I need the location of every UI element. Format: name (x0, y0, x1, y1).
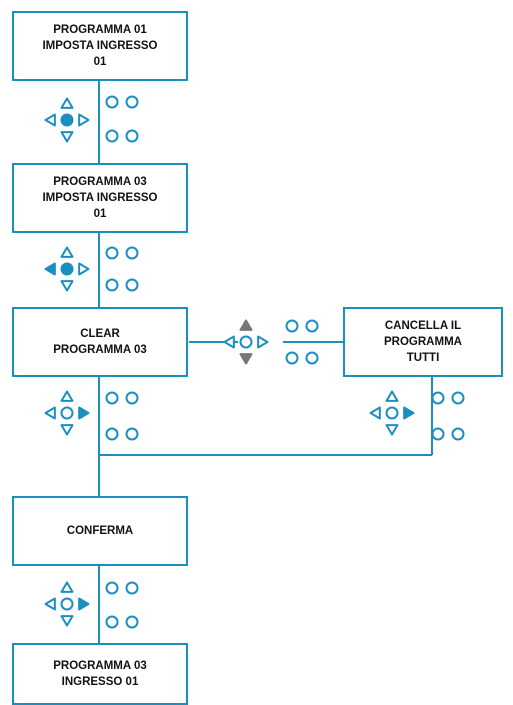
indicator-light-icon (451, 427, 465, 441)
pad-up-arrow-icon (60, 246, 74, 258)
nav-pad-icon (44, 390, 90, 436)
pad-left-arrow-icon (44, 597, 56, 611)
box-programma-01-label: PROGRAMMA 01 IMPOSTA INGRESSO 01 (42, 24, 158, 68)
indicator-lights-icon (431, 391, 465, 441)
indicator-light-icon (125, 427, 139, 441)
pad-down-arrow-icon (60, 131, 74, 143)
pad-up-arrow-icon (60, 581, 74, 593)
pad-right-arrow-icon (403, 406, 415, 420)
indicator-light-icon (305, 319, 319, 333)
indicator-light-icon (125, 278, 139, 292)
indicator-light-icon (125, 95, 139, 109)
nav-pad-icon (44, 97, 90, 143)
pad-right-arrow-icon (78, 406, 90, 420)
indicator-light-icon (105, 391, 119, 405)
nav-pad-icon (44, 581, 90, 627)
box-conferma: CONFERMA (12, 496, 188, 566)
nav-pad-icon (223, 319, 269, 365)
pad-left-arrow-icon (44, 406, 56, 420)
box-cancella-tutti: CANCELLA IL PROGRAMMA TUTTI (343, 307, 503, 377)
box-programma-01: PROGRAMMA 01 IMPOSTA INGRESSO 01 (12, 11, 188, 81)
box-programma-03: PROGRAMMA 03 IMPOSTA INGRESSO 01 (12, 163, 188, 233)
pad-up-arrow-icon (60, 390, 74, 402)
indicator-lights-icon (105, 581, 139, 629)
pad-left-arrow-icon (223, 335, 235, 349)
box-clear-programma-label: CLEAR PROGRAMMA 03 (53, 328, 147, 356)
indicator-light-icon (125, 581, 139, 595)
box-conferma-label: CONFERMA (66, 525, 134, 537)
indicator-light-icon (105, 427, 119, 441)
indicator-light-icon (431, 427, 445, 441)
indicator-lights-icon (105, 246, 139, 292)
pad-down-arrow-icon (60, 280, 74, 292)
pad-up-arrow-icon (60, 97, 74, 109)
box-programma-03-label: PROGRAMMA 03 IMPOSTA INGRESSO 01 (42, 176, 158, 220)
pad-right-arrow-icon (78, 262, 90, 276)
pad-center-icon (60, 262, 74, 276)
indicator-light-icon (125, 391, 139, 405)
pad-right-arrow-icon (78, 113, 90, 127)
pad-down-arrow-icon (60, 424, 74, 436)
pad-center-icon (239, 335, 253, 349)
box-final-programma-03: PROGRAMMA 03 INGRESSO 01 (12, 643, 188, 705)
indicator-light-icon (105, 246, 119, 260)
nav-pad-icon (44, 246, 90, 292)
pad-center-icon (385, 406, 399, 420)
nav-pad-icon (369, 390, 415, 436)
indicator-light-icon (451, 391, 465, 405)
pad-center-icon (60, 113, 74, 127)
pad-down-arrow-icon (239, 353, 253, 365)
pad-right-arrow-icon (78, 597, 90, 611)
pad-up-arrow-icon (239, 319, 253, 331)
box-cancella-tutti-label: CANCELLA IL PROGRAMMA TUTTI (384, 320, 462, 364)
pad-left-arrow-icon (369, 406, 381, 420)
indicator-lights-icon (105, 391, 139, 441)
pad-down-arrow-icon (385, 424, 399, 436)
pad-right-arrow-icon (257, 335, 269, 349)
pad-center-icon (60, 597, 74, 611)
indicator-lights-icon (285, 319, 319, 365)
indicator-light-icon (305, 351, 319, 365)
pad-center-icon (60, 406, 74, 420)
indicator-light-icon (105, 278, 119, 292)
pad-left-arrow-icon (44, 262, 56, 276)
indicator-light-icon (285, 319, 299, 333)
box-final-label: PROGRAMMA 03 INGRESSO 01 (53, 660, 147, 688)
indicator-light-icon (125, 615, 139, 629)
indicator-light-icon (125, 129, 139, 143)
indicator-light-icon (105, 95, 119, 109)
indicator-light-icon (285, 351, 299, 365)
pad-down-arrow-icon (60, 615, 74, 627)
indicator-lights-icon (105, 95, 139, 143)
indicator-light-icon (105, 615, 119, 629)
box-clear-programma: CLEAR PROGRAMMA 03 (12, 307, 188, 377)
indicator-light-icon (125, 246, 139, 260)
pad-left-arrow-icon (44, 113, 56, 127)
indicator-light-icon (105, 129, 119, 143)
pad-up-arrow-icon (385, 390, 399, 402)
indicator-light-icon (431, 391, 445, 405)
indicator-light-icon (105, 581, 119, 595)
